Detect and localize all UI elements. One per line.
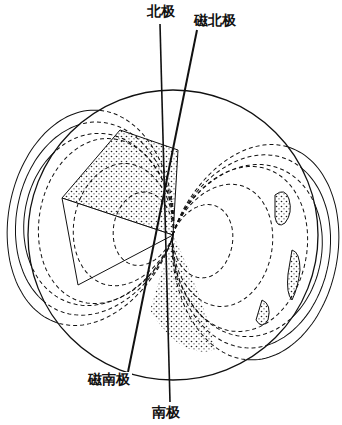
field-line (157, 153, 321, 342)
field-lines (0, 97, 342, 374)
pole-label: 磁南极 (86, 372, 132, 387)
field-line (9, 121, 189, 320)
field-line (161, 175, 283, 315)
field-line (152, 128, 342, 373)
continent (256, 300, 269, 325)
geographic-axis (160, 24, 170, 402)
globe-outline (28, 90, 318, 380)
field-line (156, 150, 336, 349)
magnetic-axis (128, 30, 197, 372)
continent (275, 192, 290, 225)
pole-label: 磁北极 (192, 13, 238, 28)
field-line (107, 187, 180, 271)
field-line (156, 150, 336, 349)
field-line (152, 128, 342, 373)
field-line (154, 139, 342, 360)
field-line (9, 121, 189, 320)
pole-label: 北极 (145, 4, 177, 19)
field-line (154, 139, 342, 360)
pole-label: 南极 (150, 405, 182, 420)
field-lines (0, 97, 342, 374)
field-line (166, 199, 239, 283)
